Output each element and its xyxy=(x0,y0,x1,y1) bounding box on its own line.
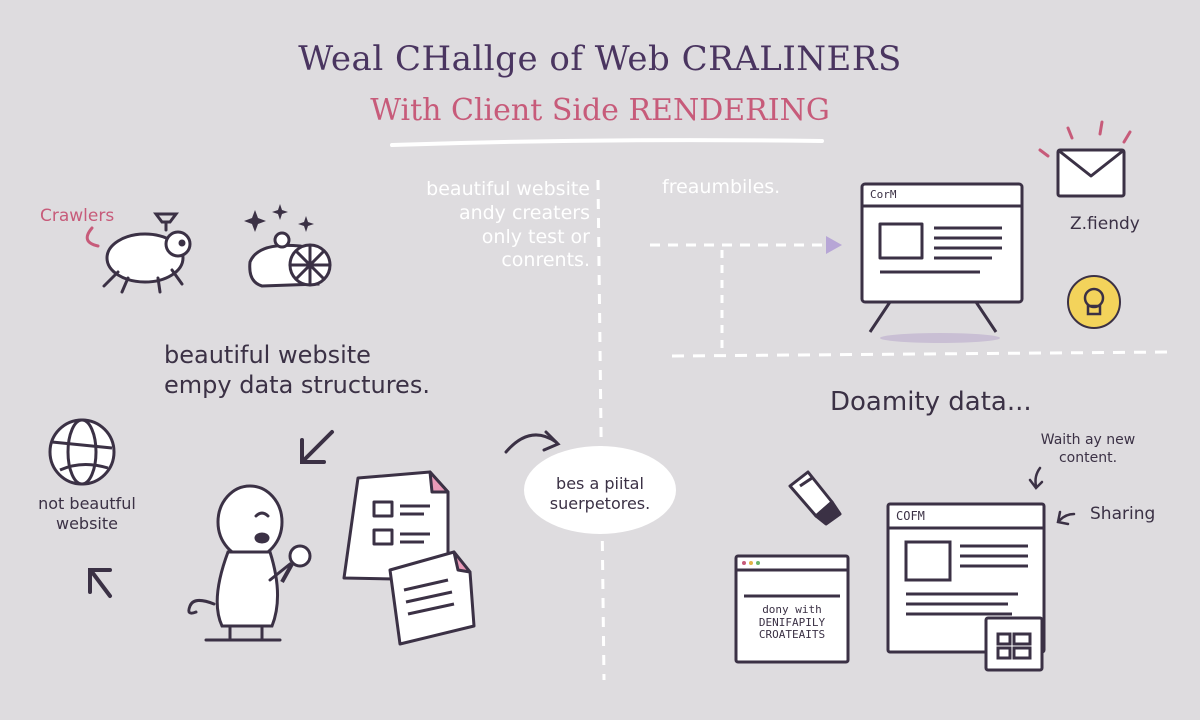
bubble-text: bes a piital suerpetores. xyxy=(549,474,651,513)
empty-structures-text: beautiful website empy data structures. xyxy=(164,341,430,399)
doamity-data-text: Doamity data... xyxy=(830,387,1032,417)
grid-card-icon xyxy=(984,616,1044,672)
right-divider xyxy=(671,350,1171,358)
arrow-down-left-icon xyxy=(300,430,334,464)
cloud-text: beautiful website andy creaters only tes… xyxy=(426,178,590,272)
connector-arrowhead xyxy=(826,236,842,254)
page-subtitle: With Client Side RENDERING xyxy=(370,93,830,128)
attention-marks xyxy=(1038,120,1132,158)
small-window-text: dony with DENIFAPILY CROATEAITS xyxy=(758,603,826,642)
speech-bubble xyxy=(524,446,676,534)
easel-shadow xyxy=(880,333,1000,343)
curved-arrow-icon xyxy=(504,430,561,454)
lightbulb-icon xyxy=(1067,275,1121,329)
globe-icon xyxy=(48,418,116,486)
envelope-icon xyxy=(1056,148,1126,198)
top-window-label: CorM xyxy=(870,188,897,201)
title-underline xyxy=(390,138,824,147)
center-divider xyxy=(596,179,606,681)
browser-window-icon xyxy=(860,182,1024,333)
friendly-label: Z.fiendy xyxy=(1070,214,1140,234)
browser-window-icon xyxy=(734,554,850,664)
arrow-up-left-icon xyxy=(88,568,112,598)
not-beautiful-label: not beautful website xyxy=(38,494,136,533)
page-title: Weal CHallge of Web CRALINERS xyxy=(298,39,902,79)
robot-wheel-icon xyxy=(244,204,332,288)
character-icon xyxy=(187,484,292,642)
crawlers-label: Crawlers xyxy=(40,206,115,226)
sharing-label: Sharing xyxy=(1090,504,1156,524)
freaumbiles-label: freaumbiles. xyxy=(662,176,781,198)
waith-content-text: Waith ay new content. xyxy=(1040,432,1136,466)
browser-window-icon xyxy=(886,502,1046,654)
magnifier-icon xyxy=(280,544,312,583)
arrow-icon xyxy=(1028,466,1076,526)
bottom-window-label: COFM xyxy=(896,509,925,523)
crawler-bug-icon xyxy=(85,212,192,294)
glue-bottle-icon xyxy=(788,470,842,526)
document-icon xyxy=(388,550,476,646)
document-icon xyxy=(342,470,450,582)
